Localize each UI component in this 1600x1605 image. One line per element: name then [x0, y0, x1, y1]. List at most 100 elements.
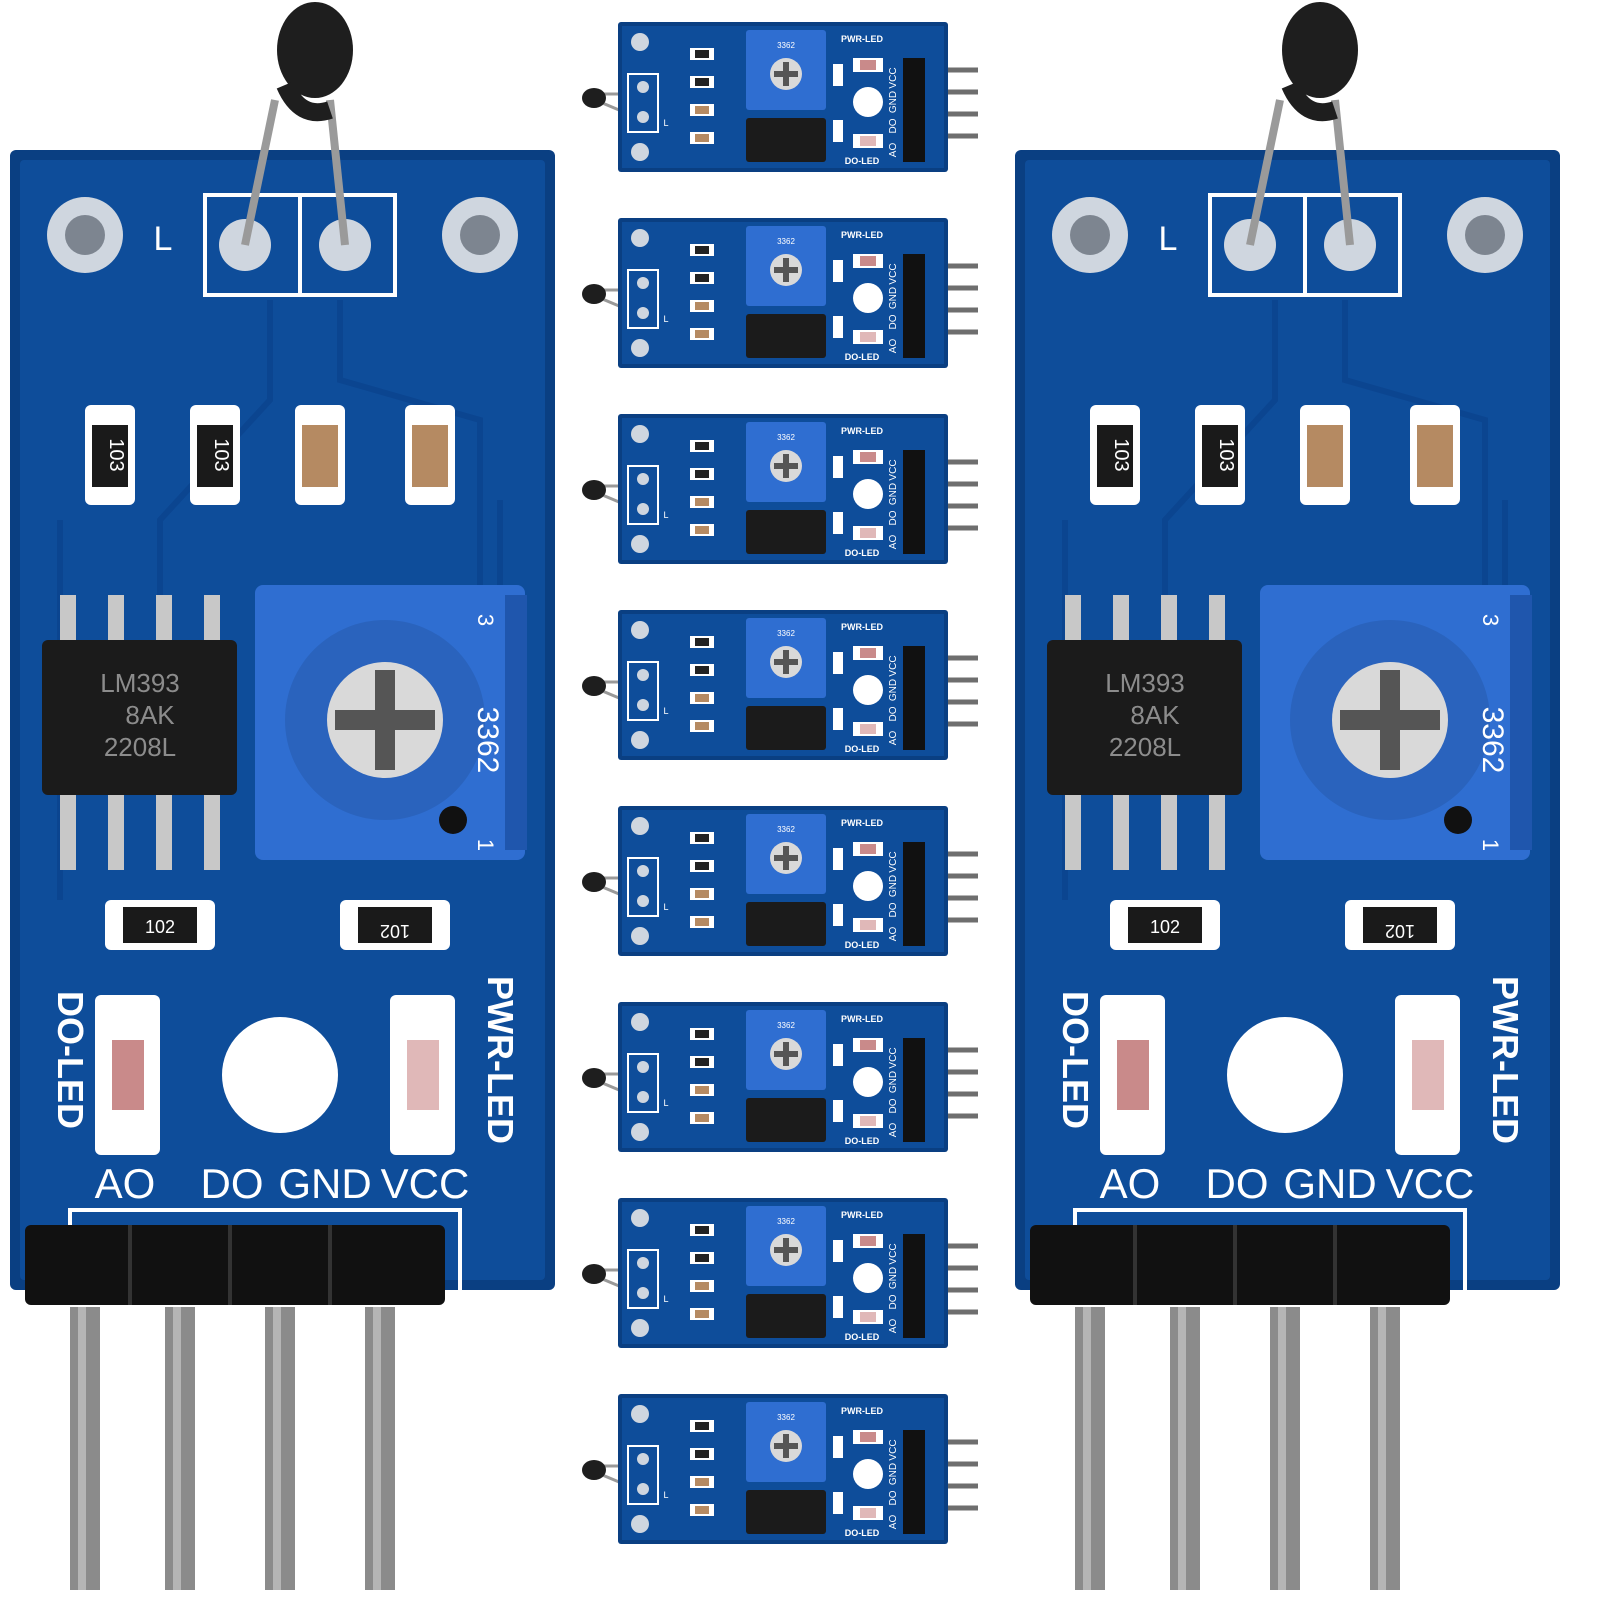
- resistor-marking: 103: [105, 438, 127, 471]
- pin-label-vcc: VCC: [888, 1243, 899, 1264]
- pin-label-ao: AO: [888, 731, 899, 746]
- pwr-led-label: PWR-LED: [841, 1406, 883, 1416]
- pin-label-vcc: VCC: [381, 1160, 470, 1207]
- pin-label-do: DO: [201, 1160, 264, 1207]
- pin-label-do: DO: [888, 118, 899, 133]
- pin-label-gnd: GND: [888, 1463, 899, 1485]
- do-led-label: DO-LED: [845, 1528, 880, 1538]
- resistor-marking: 102: [380, 921, 410, 941]
- thermistor-marking: L: [663, 510, 668, 520]
- pot-marking: 3362: [1476, 707, 1509, 774]
- pin-label-ao: AO: [888, 1123, 899, 1138]
- chip-line-1: LM393: [100, 668, 180, 698]
- small-board-column: PWR-LEDDO-LEDL3362AODOGNDVCCPWR-LEDDO-LE…: [582, 22, 978, 1544]
- pot-marking: 3362: [777, 433, 795, 442]
- chip-line-2: 8AK: [1130, 700, 1180, 730]
- pin-label-ao: AO: [888, 1319, 899, 1334]
- do-led-label: DO-LED: [845, 1136, 880, 1146]
- pin-label-ao: AO: [1100, 1160, 1161, 1207]
- pin-label-vcc: VCC: [1386, 1160, 1475, 1207]
- do-led-label: DO-LED: [845, 744, 880, 754]
- pot-pin-1: 1: [1478, 839, 1503, 851]
- pin-label-gnd: GND: [888, 287, 899, 309]
- resistor-marking: 103: [1215, 438, 1237, 471]
- pin-label-vcc: VCC: [888, 655, 899, 676]
- pin-label-do: DO: [888, 902, 899, 917]
- pin-label-ao: AO: [888, 339, 899, 354]
- thermistor-marking: L: [663, 1098, 668, 1108]
- pwr-led-label: PWR-LED: [841, 622, 883, 632]
- pin-label-vcc: VCC: [888, 67, 899, 88]
- pin-label-ao: AO: [888, 1515, 899, 1530]
- thermistor-marking: L: [663, 118, 668, 128]
- pin-label-do: DO: [888, 314, 899, 329]
- pin-label-gnd: GND: [888, 679, 899, 701]
- pwr-led-label: PWR-LED: [480, 976, 521, 1144]
- pin-label-do: DO: [888, 1098, 899, 1113]
- pwr-led-label: PWR-LED: [841, 1014, 883, 1024]
- pin-label-do: DO: [1206, 1160, 1269, 1207]
- thermistor-marking: L: [663, 706, 668, 716]
- pin-label-do: DO: [888, 1294, 899, 1309]
- pot-marking: 3362: [471, 707, 504, 774]
- thermistor-marking: L: [663, 1490, 668, 1500]
- pin-label-do: DO: [888, 706, 899, 721]
- pin-label-gnd: GND: [1283, 1160, 1376, 1207]
- thermistor-marking: L: [663, 1294, 668, 1304]
- pwr-led-label: PWR-LED: [841, 34, 883, 44]
- pin-label-vcc: VCC: [888, 459, 899, 480]
- pwr-led-label: PWR-LED: [841, 426, 883, 436]
- pot-marking: 3362: [777, 1413, 795, 1422]
- thermistor-marking: L: [663, 314, 668, 324]
- pin-label-vcc: VCC: [888, 1439, 899, 1460]
- large-sensor-board-right: L 103 103 LM393 8AK 2208L 3362 3 1 102 1…: [1015, 2, 1560, 1590]
- resistor-marking: 103: [1110, 438, 1132, 471]
- do-led-label: DO-LED: [845, 352, 880, 362]
- pot-marking: 3362: [777, 825, 795, 834]
- thermistor-marking: L: [1159, 220, 1178, 258]
- chip-line-3: 2208L: [104, 732, 176, 762]
- thermistor-marking: L: [663, 902, 668, 912]
- pin-label-gnd: GND: [278, 1160, 371, 1207]
- pin-label-vcc: VCC: [888, 851, 899, 872]
- pwr-led-label: PWR-LED: [841, 230, 883, 240]
- pin-label-gnd: GND: [888, 1267, 899, 1289]
- pin-label-ao: AO: [888, 927, 899, 942]
- chip-line-3: 2208L: [1109, 732, 1181, 762]
- pin-label-gnd: GND: [888, 1071, 899, 1093]
- pwr-led-label: PWR-LED: [841, 1210, 883, 1220]
- chip-line-2: 8AK: [125, 700, 175, 730]
- pot-marking: 3362: [777, 1217, 795, 1226]
- pin-label-gnd: GND: [888, 483, 899, 505]
- pot-pin-1: 1: [473, 839, 498, 851]
- resistor-marking: 102: [1150, 917, 1180, 937]
- pwr-led-label: PWR-LED: [841, 818, 883, 828]
- pin-label-vcc: VCC: [888, 263, 899, 284]
- pin-label-do: DO: [888, 1490, 899, 1505]
- pot-marking: 3362: [777, 629, 795, 638]
- do-led-label: DO-LED: [1055, 991, 1096, 1129]
- resistor-marking: 102: [1385, 921, 1415, 941]
- do-led-label: DO-LED: [845, 156, 880, 166]
- pot-pin-3: 3: [473, 614, 498, 626]
- pot-marking: 3362: [777, 1021, 795, 1030]
- pin-label-ao: AO: [888, 143, 899, 158]
- large-sensor-board-left: L 103 103 LM393 8AK 2208L 3362 3 1 102 1…: [10, 2, 555, 1590]
- thermistor-marking: L: [154, 220, 173, 258]
- resistor-marking: 102: [145, 917, 175, 937]
- chip-line-1: LM393: [1105, 668, 1185, 698]
- do-led-label: DO-LED: [845, 940, 880, 950]
- pin-label-ao: AO: [95, 1160, 156, 1207]
- pwr-led-label: PWR-LED: [1485, 976, 1526, 1144]
- pin-label-ao: AO: [888, 535, 899, 550]
